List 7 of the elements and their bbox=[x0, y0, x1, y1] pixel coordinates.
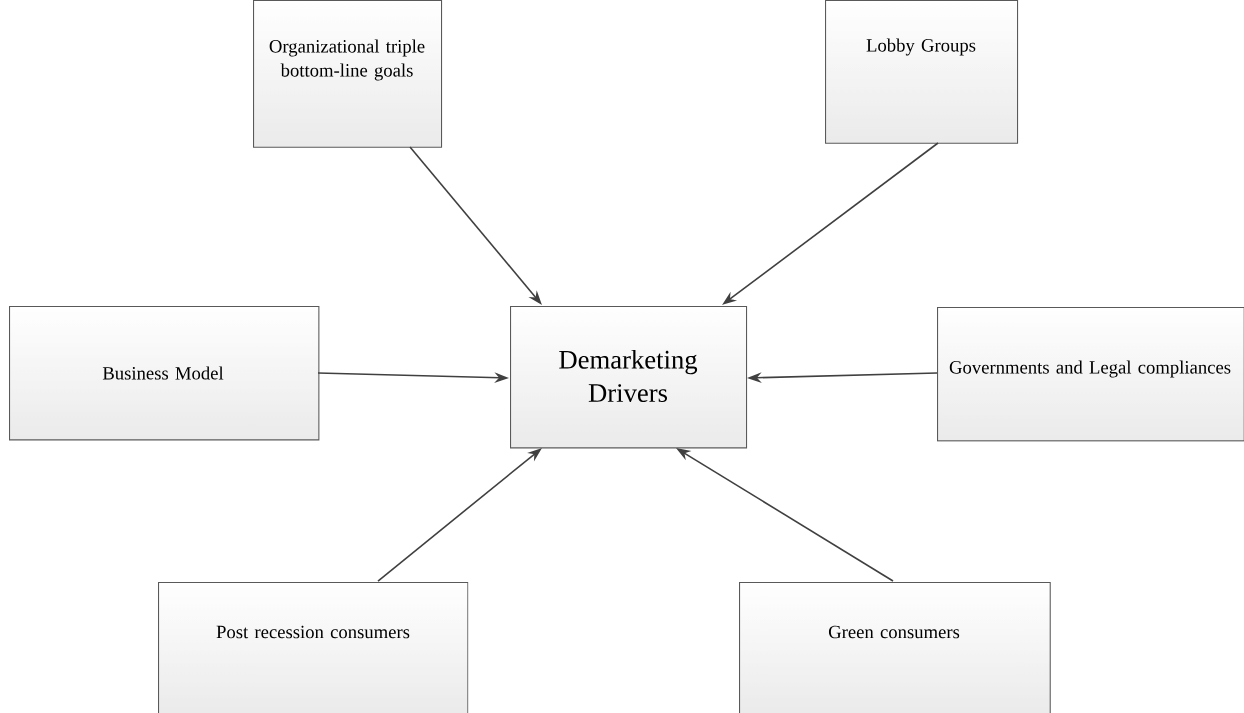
factor-box: Post recession consumers bbox=[158, 582, 469, 713]
central-box: Demarketing Drivers bbox=[510, 306, 748, 449]
factor-box: Business Model bbox=[9, 306, 320, 441]
factor-box: Lobby Groups bbox=[825, 0, 1019, 144]
factor-box: Green consumers bbox=[739, 582, 1051, 713]
factor-box: Governments and Legal compliances bbox=[937, 307, 1244, 442]
factor-box: Organizational triple bottom-line goals bbox=[253, 0, 443, 148]
